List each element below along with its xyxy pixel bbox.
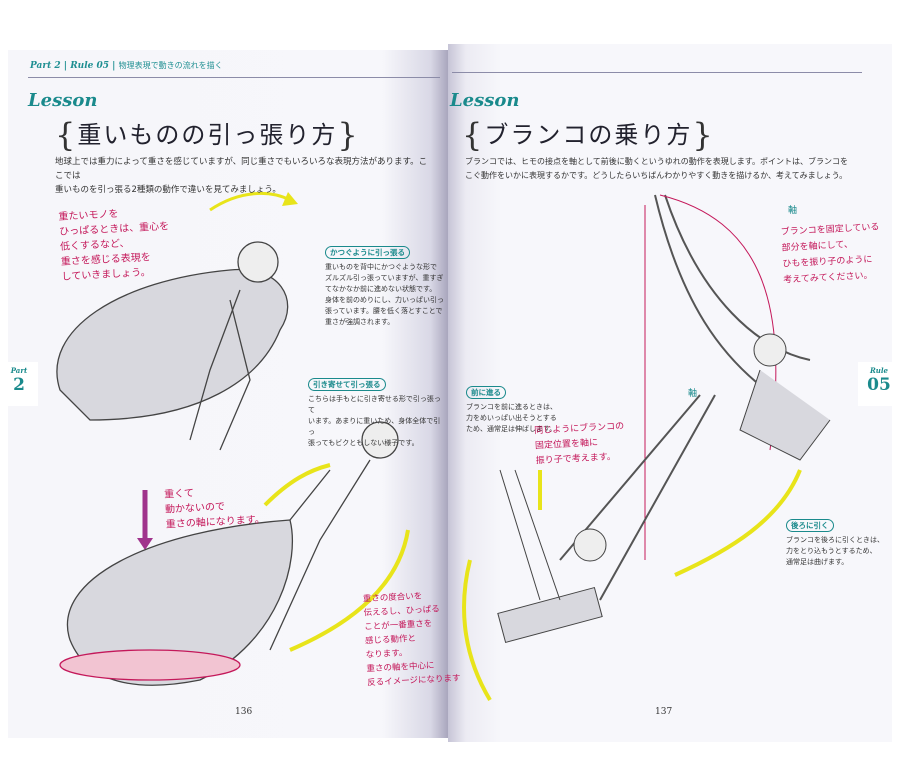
note-tag: 前に進る (466, 386, 506, 399)
handwritten-note: 重くて動かないので重さの軸になります。 (163, 488, 266, 531)
page-title: {ブランコの乗り方} (462, 116, 715, 154)
header-divider (452, 72, 862, 73)
handwritten-note: ブランコを固定している部分を軸にして、ひもを振り子のように考えてみてください。 (780, 222, 880, 286)
note-back: 後ろに引く ブランコを後ろに引くときは、力をとり込もうとするため、通常足は曲げま… (786, 519, 884, 566)
intro-line: 重いものを引っ張る2種類の動作で違いを見てみましょう。 (55, 185, 281, 195)
yellow-arrow-right (674, 469, 802, 577)
left-figure-pulling (59, 421, 399, 686)
intro-line: 地球上では重力によって重さを感じていますが、同じ重さでもいろいろな表現方法があり… (55, 157, 428, 181)
running-header: Part 2 | Rule 05 | 物理表現で動きの流れを描く (30, 61, 223, 71)
left-figure-carrying (56, 241, 289, 451)
handwritten-note: 重たいモノをひっぱるときは、重心を低くするなど、重さを感じる表現をしていきましょ… (58, 208, 170, 283)
note-carry: かつぐように引っ張る 重いものを背中にかつぐような形でズルズル引っ張っていますが… (325, 246, 444, 326)
yellow-arrow-bottom (289, 529, 410, 652)
header-chapter: 物理表現で動きの流れを描く (118, 61, 223, 70)
intro-line: ブランコでは、ヒモの接点を軸として前後に動くというゆれの動作を表現します。ポイン… (465, 157, 848, 166)
page-number: 136 (235, 707, 253, 717)
note-pull: 引き寄せて引っ張る こちらは手もとに引き寄せる形で引っ張っています。あまりに重い… (308, 378, 441, 447)
purple-arrow-head (137, 538, 153, 550)
page-number: 137 (655, 707, 673, 717)
lesson-label: Lesson (28, 90, 98, 111)
intro-line: こぐ動作をいかに表現するかです。どうしたらいちばんわかりやすく動きを描けるか、考… (465, 171, 848, 180)
intro-text: 地球上では重力によって重さを感じていますが、同じ重さでもいろいろな表現方法があり… (55, 155, 435, 197)
axis-label: 軸 (788, 206, 798, 216)
intro-text: ブランコでは、ヒモの接点を軸として前後に動くというゆれの動作を表現します。ポイン… (465, 155, 875, 183)
note-tag: 引き寄せて引っ張る (308, 378, 386, 391)
header-rule: Rule 05 (70, 61, 110, 71)
note-forward: 前に進る ブランコを前に進るときは、力をめいっぱい出そうとするため、通常足は伸ば… (466, 386, 557, 433)
handwritten-note: 重さの度合いを伝えるし、ひっぱることが一番重さを感じる動作となります。重さの軸を… (362, 591, 461, 689)
header-part: Part 2 (30, 61, 61, 71)
yellow-arrow-top (209, 191, 291, 212)
right-swings (497, 194, 831, 644)
title-text: ブランコの乗り方 (484, 121, 693, 149)
title-text: 重いものの引っ張り方 (77, 121, 338, 149)
yellow-arrow-mid (263, 463, 331, 507)
page-title: {重いものの引っ張り方} (55, 116, 360, 154)
arrow-head (282, 192, 298, 206)
lesson-label: Lesson (450, 90, 520, 111)
handwritten-note: 同じようにブランコの固定位置を軸に振り子で考えます。 (533, 421, 625, 467)
yellow-arrow-left (462, 559, 492, 702)
note-tag: かつぐように引っ張る (325, 246, 410, 259)
axis-label: 軸 (688, 389, 698, 399)
note-tag: 後ろに引く (786, 519, 834, 532)
header-divider (28, 77, 440, 78)
